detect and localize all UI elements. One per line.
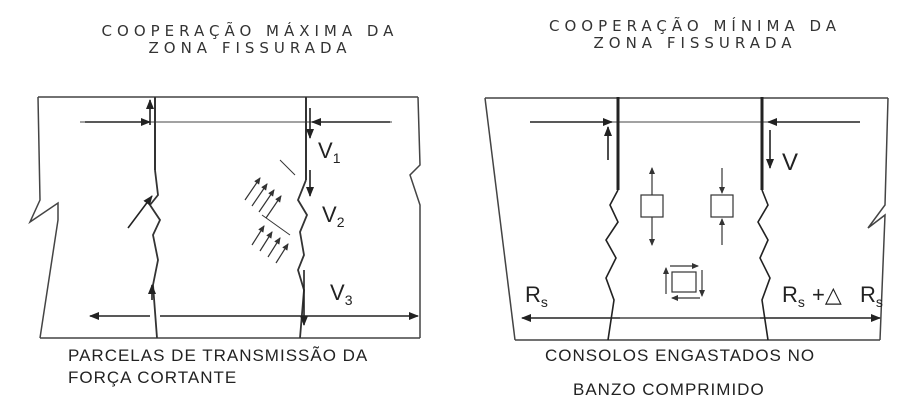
left-interlock-arrows: [244, 159, 296, 264]
label-rs-left: Rs: [525, 282, 548, 310]
right-stress-element-1: [640, 167, 664, 246]
left-caption-line1: PARCELAS DE TRANSMISSÃO DA: [68, 346, 369, 365]
right-section-2: [757, 97, 771, 341]
label-rs-right: Rs: [782, 282, 805, 310]
label-v2: V2: [322, 202, 345, 230]
label-v: V: [782, 149, 798, 176]
right-stress-element-2: [710, 168, 734, 245]
right-labels: V Rs Rs +△ Rs: [525, 149, 883, 310]
right-caption-line2: BANZO COMPRIMIDO: [573, 380, 765, 399]
right-caption: CONSOLOS ENGASTADOS NO BANZO COMPRIMIDO: [545, 345, 905, 401]
right-section-1: [605, 97, 620, 341]
left-caption: PARCELAS DE TRANSMISSÃO DA FORÇA CORTANT…: [68, 345, 368, 389]
right-beam-right-break: [867, 97, 889, 341]
left-arrows: [85, 99, 419, 326]
left-section-2: [296, 97, 309, 339]
right-title-line1: COOPERAÇÃO MÍNIMA DA: [549, 17, 841, 35]
label-v3: V3: [330, 280, 353, 308]
right-title: COOPERAÇÃO MÍNIMA DA ZONA FISSURADA: [505, 18, 885, 52]
label-rs-end: Rs: [860, 282, 883, 310]
left-labels: V1 V2 V3: [318, 138, 353, 308]
left-beam-right-break: [409, 96, 421, 338]
left-arrow-crack-1: [127, 195, 153, 229]
left-beam-left-break: [28, 96, 59, 339]
left-title-line1: COOPERAÇÃO MÁXIMA DA: [101, 22, 399, 40]
right-beam-left-edge: [484, 97, 516, 341]
label-plus-delta: +△: [812, 282, 842, 307]
left-section-1: [148, 97, 162, 339]
right-caption-line1: CONSOLOS ENGASTADOS NO: [545, 346, 816, 365]
right-arrows: [521, 118, 881, 322]
left-title: COOPERAÇÃO MÁXIMA DA ZONA FISSURADA: [60, 23, 440, 57]
right-shear-element: [663, 263, 705, 301]
left-beam: [28, 96, 421, 339]
right-title-line2: ZONA FISSURADA: [593, 34, 797, 52]
left-caption-line2: FORÇA CORTANTE: [68, 368, 238, 387]
left-title-line2: ZONA FISSURADA: [148, 39, 352, 57]
label-v1: V1: [318, 138, 341, 166]
